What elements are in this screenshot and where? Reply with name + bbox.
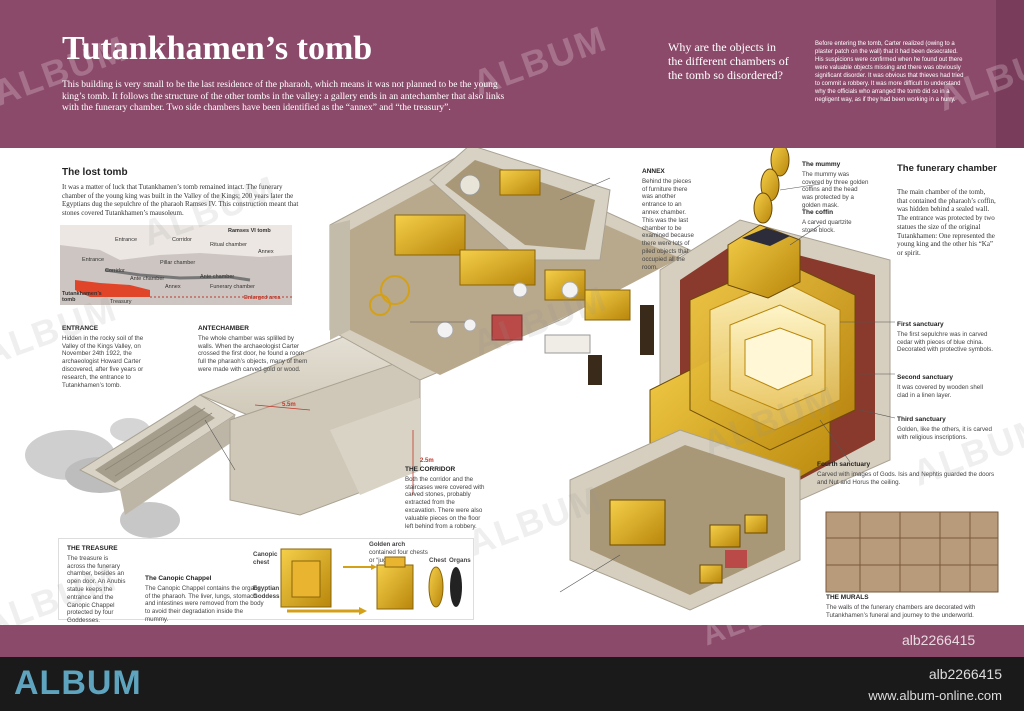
question-title: Why are the objects in the different cha…: [668, 40, 789, 82]
label-corridor-top: Corridor: [172, 237, 192, 243]
label-tut: Tutankhamen’s tomb: [62, 291, 102, 303]
label-funerary: Funerary chamber: [210, 284, 255, 290]
site-url-link[interactable]: www.album-online.com: [868, 688, 1002, 703]
label-organs: Organs: [449, 557, 471, 564]
mummy-title: The mummy: [802, 161, 841, 168]
annex-text: Behind the pieces of furniture there was…: [642, 177, 694, 271]
label-annex: Annex: [165, 284, 181, 290]
coffin-text: A carved quartzite stone block.: [802, 218, 852, 234]
entrance-text: Hidden in the rocky soil of the Valley o…: [62, 334, 144, 389]
funerary-title: The funerary chamber: [897, 163, 997, 174]
header-strip: [996, 0, 1024, 148]
label-entrance-top: Entrance: [115, 237, 138, 243]
entrance-title: ENTRANCE: [62, 325, 99, 332]
corridor-callout: THE CORRIDOR Both the corridor and the s…: [405, 466, 485, 530]
footer-band: [0, 625, 1024, 657]
entrance-callout: ENTRANCE Hidden in the rocky soil of the…: [62, 325, 144, 389]
label-annex-top: Annex: [258, 249, 274, 255]
lost-tomb-text: It was a matter of luck that Tutankhamen…: [62, 183, 299, 217]
antechamber-text: The whole chamber was splilled by walls.…: [198, 334, 308, 373]
first-sanctuary-callout: First sanctuary The first sepulchre was …: [897, 321, 995, 354]
golden-arch-title: Golden arch: [369, 541, 406, 548]
entrance-stairs: [78, 394, 236, 515]
label-ritual: Ritual chamber: [210, 242, 247, 248]
cross-section: Ramses VI tomb Entrance Corridor Ritual …: [60, 225, 292, 305]
first-sanctuary-text: The first sepulchre was in carved cedar …: [897, 330, 993, 354]
label-ante2: Ante chamber: [200, 274, 235, 280]
golden-arch-callout: Golden arch contained four chests or “ju…: [369, 541, 429, 564]
treasure-title: THE TREASURE: [67, 545, 118, 552]
callout-lines: [204, 177, 896, 593]
mummy-text: The mummy was covered by three golden co…: [802, 170, 869, 209]
label-enlarged: Enlarged area: [244, 295, 281, 301]
fourth-sanctuary-title: Fourth sanctuary: [817, 461, 871, 468]
mummy-callout: The mummy The mummy was covered by three…: [802, 161, 870, 210]
label-entrance: Entrance: [82, 257, 105, 263]
label-corridor: Corridor: [105, 268, 125, 274]
footer: [0, 657, 1024, 711]
murals-callout: THE MURALS The walls of the funerary cha…: [826, 594, 998, 619]
album-logo[interactable]: ALBUM: [14, 664, 142, 702]
second-sanctuary-callout: Second sanctuary It was covered by woode…: [897, 374, 995, 399]
treasure-callout: THE TREASURE The treasure is across the …: [67, 545, 127, 625]
second-sanctuary-text: It was covered by wooden shell clad in a…: [897, 383, 983, 399]
first-sanctuary-title: First sanctuary: [897, 321, 944, 328]
label-pillar: Pillar chamber: [160, 260, 196, 266]
tomb-illustration: [25, 148, 999, 611]
second-sanctuary-title: Second sanctuary: [897, 374, 953, 381]
corridor-title: THE CORRIDOR: [405, 466, 456, 473]
third-sanctuary-text: Golden, like the others, it is carved wi…: [897, 425, 992, 441]
intro-text: This building is very small to be the la…: [62, 80, 505, 113]
cross-section-diagram: [60, 225, 292, 305]
funerary-chamber: [649, 148, 891, 501]
annex-title: ANNEX: [642, 168, 665, 175]
watermark-code: alb2266415: [902, 632, 976, 648]
canopic-callout: The Canopic Chappel The Canopic Chappel …: [145, 575, 265, 624]
antechamber-callout: ANTECHAMBER The whole chamber was splill…: [198, 325, 310, 374]
measure-width: 5.5m: [282, 402, 296, 408]
label-ramses: Ramses VI tomb: [228, 228, 271, 234]
question-text: Before entering the tomb, Carter realize…: [815, 41, 964, 103]
label-chest: Chest: [429, 557, 447, 564]
antechamber-title: ANTECHAMBER: [198, 325, 249, 332]
mural-panel: [825, 511, 999, 593]
golden-arch-text: contained four chests or “jugs”: [369, 548, 428, 564]
third-sanctuary-callout: Third sanctuary Golden, like the others,…: [897, 416, 995, 441]
image-code: alb2266415: [928, 666, 1002, 682]
corridor-text: Both the corridor and the staircases wer…: [405, 475, 485, 530]
header-band: [0, 0, 1024, 148]
antechamber-objects: [369, 169, 654, 385]
treasury-chamber: [569, 429, 801, 611]
label-egyptian-goddess: Egyptian Goddess: [253, 585, 280, 600]
canopic-title: The Canopic Chappel: [145, 575, 212, 582]
fourth-sanctuary-callout: Fourth sanctuary Carved with images of G…: [817, 461, 997, 486]
label-ante: Ante chamber: [130, 276, 165, 282]
third-sanctuary-title: Third sanctuary: [897, 416, 946, 423]
page-title: Tutankhamen’s tomb: [62, 30, 373, 67]
treasure-panel: THE TREASURE The treasure is across the …: [58, 538, 474, 624]
corridor: [198, 329, 422, 516]
canopic-text: The Canopic Chappel contains the organs …: [145, 584, 264, 623]
treasure-text: The treasure is across the funerary cham…: [67, 554, 126, 625]
murals-title: THE MURALS: [826, 594, 869, 601]
funerary-text: The main chamber of the tomb, that conta…: [897, 188, 996, 257]
measure-height: 2.5m: [420, 458, 434, 464]
lost-tomb-title: The lost tomb: [62, 167, 128, 178]
coffin-title: The coffin: [802, 209, 834, 216]
label-treasury: Treasury: [110, 299, 132, 305]
annex-callout: ANNEX Behind the pieces of furniture the…: [642, 168, 697, 271]
coffin-callout: The coffin A carved quartzite stone bloc…: [802, 209, 867, 234]
label-canopic-chest: Canopic chest: [253, 551, 278, 566]
murals-text: The walls of the funerary chambers are d…: [826, 603, 976, 619]
fourth-sanctuary-text: Carved with images of Gods. Isis and Nep…: [817, 470, 995, 486]
